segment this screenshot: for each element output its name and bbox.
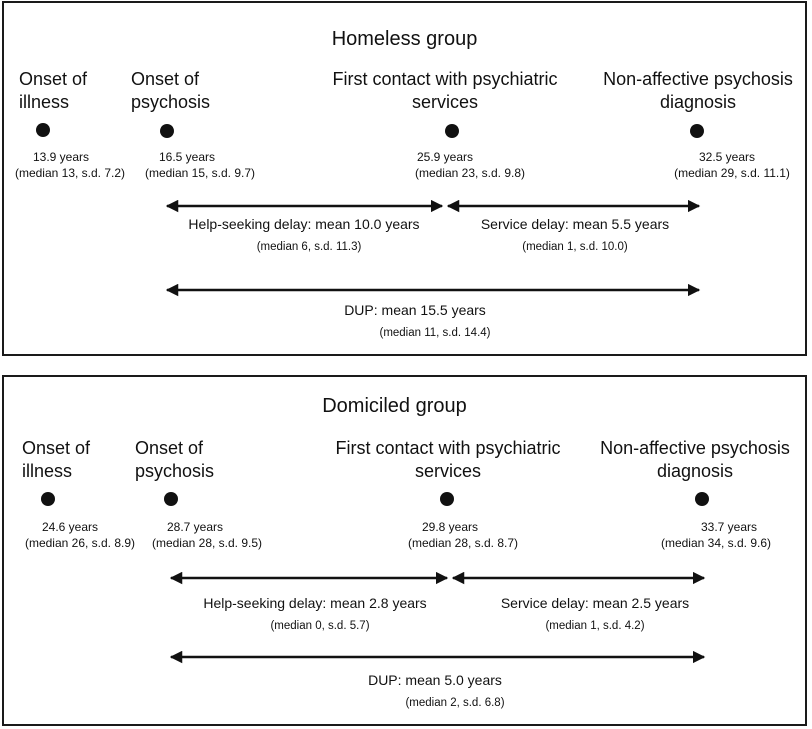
domiciled-dup-label: DUP: mean 5.0 years [368,672,502,688]
homeless-timeline-dot-diagnosis [690,124,704,138]
homeless-help-seeking-delay-label: Help-seeking delay: mean 10.0 years [188,216,420,232]
homeless-onset-illness-stats: 13.9 years (median 13, s.d. 7.2) [14,150,126,180]
domiciled-help-seeking-delay-detail: (median 0, s.d. 5.7) [270,620,370,632]
homeless-diagnosis-stats: 32.5 years (median 29, s.d. 11.1) [674,150,790,180]
homeless-panel: Homeless group [2,1,807,356]
domiciled-panel: Domiciled group [2,375,807,726]
domiciled-title: Domiciled group [322,395,467,417]
domiciled-timeline-dot-first-contact [440,492,454,506]
homeless-timeline-dot-onset-illness [36,123,50,137]
homeless-help-seeking-delay-detail: (median 6, s.d. 11.3) [256,241,362,253]
homeless-timeline-dot-first-contact [445,124,459,138]
domiciled-help-seeking-delay-label: Help-seeking delay: mean 2.8 years [203,595,427,611]
homeless-event-onset-psychosis-label: Onset of psychosis [131,69,211,112]
domiciled-onset-illness-stats: 24.6 years (median 26, s.d. 8.9) [24,520,136,550]
domiciled-service-delay-detail: (median 1, s.d. 4.2) [545,620,645,632]
homeless-event-onset-illness-label: Onset of illness [19,69,88,112]
domiciled-event-onset-psychosis-label: Onset of psychosis [135,438,215,481]
domiciled-dup-detail: (median 2, s.d. 6.8) [405,697,505,709]
homeless-event-diagnosis-label: Non-affective psychosis diagnosis [603,69,793,112]
homeless-onset-psychosis-stats: 16.5 years (median 15, s.d. 9.7) [144,150,256,180]
domiciled-event-onset-illness-label: Onset of illness [22,438,91,481]
homeless-dup-label: DUP: mean 15.5 years [344,302,486,318]
domiciled-timeline-dot-diagnosis [695,492,709,506]
domiciled-event-diagnosis-label: Non-affective psychosis diagnosis [600,438,790,481]
domiciled-timeline-dot-onset-psychosis [164,492,178,506]
domiciled-event-first-contact-label: First contact with psychiatric services [335,438,561,481]
domiciled-onset-psychosis-stats: 28.7 years (median 28, s.d. 9.5) [151,520,263,550]
domiciled-first-contact-stats: 29.8 years (median 28, s.d. 8.7) [407,520,519,550]
homeless-event-first-contact-label: First contact with psychiatric services [332,69,558,112]
domiciled-service-delay-label: Service delay: mean 2.5 years [500,595,690,611]
homeless-timeline-dot-onset-psychosis [160,124,174,138]
homeless-first-contact-stats: 25.9 years (median 23, s.d. 9.8) [414,150,526,180]
homeless-dup-detail: (median 11, s.d. 14.4) [379,327,491,339]
domiciled-timeline-dot-onset-illness [41,492,55,506]
homeless-service-delay-label: Service delay: mean 5.5 years [480,216,670,232]
homeless-service-delay-detail: (median 1, s.d. 10.0) [522,241,628,253]
domiciled-diagnosis-stats: 33.7 years (median 34, s.d. 9.6) [660,520,772,550]
homeless-title: Homeless group [331,28,478,50]
